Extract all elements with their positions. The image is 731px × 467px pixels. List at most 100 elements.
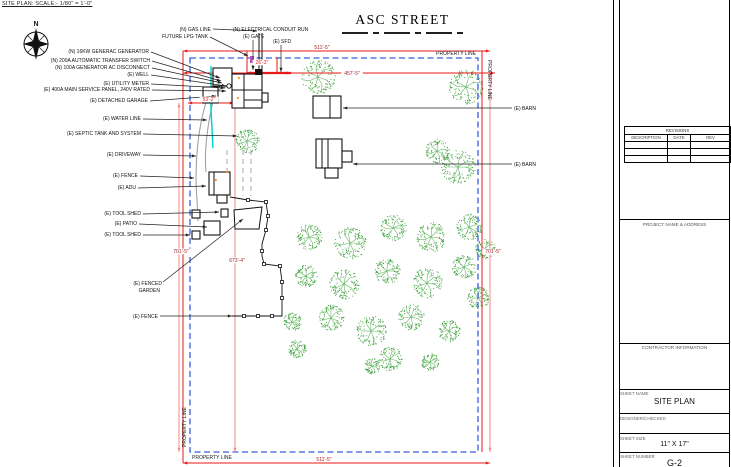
leader-line xyxy=(212,28,258,32)
dim-label-bg xyxy=(226,257,248,264)
tree-icon xyxy=(426,138,450,164)
tree-icon xyxy=(375,258,401,284)
arrowhead-icon xyxy=(215,75,220,78)
tree-icon xyxy=(452,255,476,279)
tree-branches xyxy=(456,215,482,239)
revisions-col-date: DATE xyxy=(668,135,691,141)
dimension-label: 511'-5" xyxy=(314,45,329,51)
revisions-empty-row xyxy=(625,149,730,156)
arrowhead-icon xyxy=(202,118,207,122)
utility-meter-marker xyxy=(255,69,262,75)
building xyxy=(261,92,269,103)
leader-line xyxy=(151,67,223,84)
leader-line xyxy=(162,218,244,283)
tree-icon xyxy=(380,215,407,241)
fence-post xyxy=(260,249,264,253)
tree-icon xyxy=(439,320,461,343)
door-marker xyxy=(238,77,240,79)
arrowhead-icon xyxy=(252,29,257,33)
fence-post xyxy=(266,214,270,218)
title-block-divider xyxy=(620,343,729,344)
sheet-right-border xyxy=(729,0,730,467)
dim-label-bg xyxy=(252,59,272,66)
tree-branches xyxy=(450,72,482,104)
title-block-divider xyxy=(620,452,729,453)
revisions-col-description: DESCRIPTION xyxy=(625,135,668,141)
leader-line xyxy=(142,133,238,137)
tree-icon xyxy=(329,269,360,300)
tree-branches xyxy=(364,358,380,374)
tree-icon xyxy=(334,227,367,260)
plan-label: (E) UTILITY METER xyxy=(104,81,150,87)
dim-label-bg xyxy=(199,96,219,103)
leader-line xyxy=(151,89,227,92)
arrowhead-icon xyxy=(243,52,248,56)
arrowhead-icon xyxy=(183,49,188,53)
arrowhead-icon xyxy=(488,447,492,452)
scale-note: SITE PLAN: SCALE:- 1/80" = 1'-0" xyxy=(2,1,93,7)
tree-icon xyxy=(416,222,445,253)
dim-label-bg xyxy=(313,456,335,463)
arrowhead-icon xyxy=(485,461,490,465)
tree-icon xyxy=(441,150,476,184)
tree-branches xyxy=(398,305,424,330)
arrowhead-icon xyxy=(220,86,225,90)
leader-line xyxy=(150,74,227,87)
tree-icon xyxy=(365,358,380,375)
title-block-divider xyxy=(620,389,729,390)
plan-label: (E) BARN xyxy=(514,162,536,168)
building xyxy=(231,73,263,109)
sheet-name-value: SITE PLAN xyxy=(654,397,695,406)
building xyxy=(216,194,228,204)
dimension-label: 26'-3" xyxy=(256,60,269,66)
arrowhead-icon xyxy=(185,233,190,237)
dim-label-bg xyxy=(170,248,192,255)
arrowhead-icon xyxy=(286,71,291,75)
arrowhead-icon xyxy=(189,176,194,180)
property-line-label: PROPERTY LINE xyxy=(436,51,476,57)
plan-label: (E) WELL xyxy=(127,72,149,78)
fence-post xyxy=(278,264,282,268)
tree-branches xyxy=(235,130,259,153)
fence-post xyxy=(262,262,266,266)
dimension-label: 457'-5" xyxy=(344,71,360,77)
arrowhead-icon xyxy=(183,71,188,75)
dimension-label: 701'-5" xyxy=(485,249,501,255)
well-marker xyxy=(226,83,232,89)
revisions-empty-row xyxy=(625,142,730,149)
fenced-garden xyxy=(233,206,263,230)
tree-icon xyxy=(301,60,336,94)
designer-checked-label: DESIGNER/CHECKED xyxy=(620,416,666,421)
sheet-size-value: 11" X 17" xyxy=(660,441,689,448)
arrowhead-icon xyxy=(251,65,255,70)
arrowhead-icon xyxy=(490,71,495,75)
tree-branches xyxy=(329,270,357,299)
driveway-edge xyxy=(195,95,209,222)
tree-branches xyxy=(295,265,316,287)
arrowhead-icon xyxy=(177,447,181,452)
arrowhead-icon xyxy=(221,83,226,87)
building xyxy=(208,171,231,196)
dimension-label: 673'-4" xyxy=(229,258,245,264)
plan-label: (E) DRIVEWAY xyxy=(107,152,142,158)
plan-label: (N) 100A GENERATOR AC DISCONNECT xyxy=(55,65,150,71)
tree-icon xyxy=(413,268,443,299)
title-block-border-inner xyxy=(619,0,620,467)
title-block-border-outer xyxy=(613,0,614,467)
plan-label: (E) FENCE xyxy=(113,173,139,179)
sheet-number-value: G-2 xyxy=(666,458,682,467)
dim-label-bg xyxy=(311,44,333,51)
fence-post xyxy=(246,198,250,202)
arrowhead-icon xyxy=(188,101,193,105)
fence-post xyxy=(280,296,284,300)
dim-label-bg xyxy=(341,70,363,77)
building xyxy=(341,150,353,163)
arrowhead-icon xyxy=(201,184,206,188)
plan-label: (E) PATIO xyxy=(115,221,137,227)
leader-line xyxy=(142,211,220,215)
leader-line xyxy=(137,185,207,189)
tree-icon xyxy=(356,316,387,346)
plan-label: (E) FENCE xyxy=(133,314,159,320)
tree-icon xyxy=(235,129,260,154)
